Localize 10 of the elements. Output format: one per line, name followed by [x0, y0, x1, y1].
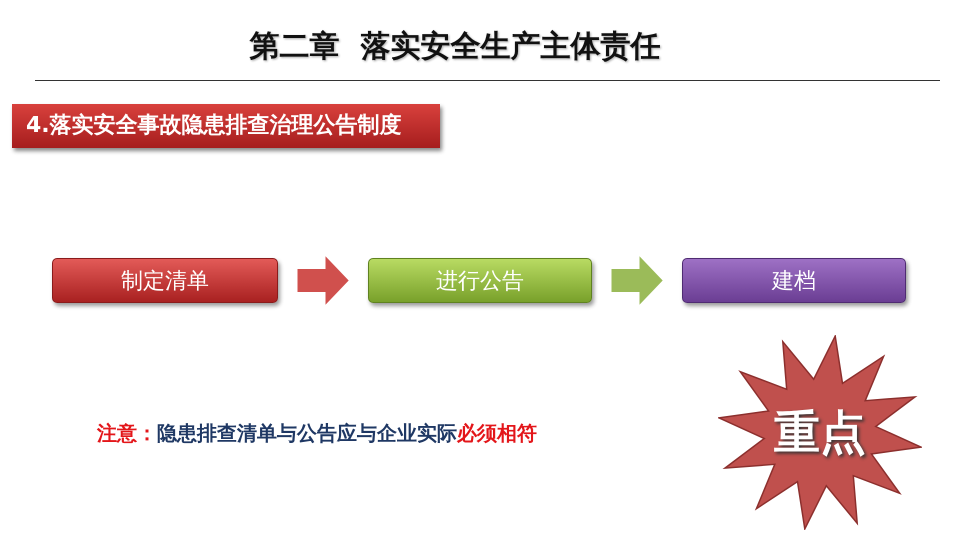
section-banner: 4.落实安全事故隐患排查治理公告制度: [12, 104, 440, 148]
starburst-shape: [718, 335, 922, 530]
slide-title: 第二章 落实安全生产主体责任: [248, 28, 662, 66]
process-box: 建档: [682, 258, 906, 303]
process-box: 制定清单: [52, 258, 278, 303]
emphasis-text: 重点: [774, 404, 866, 460]
process-box: 进行公告: [368, 258, 592, 303]
block-arrow: [298, 256, 349, 305]
block-arrow: [612, 256, 663, 305]
note-text: 注意：隐患排查清单与公告应与企业实际必须相符: [97, 420, 537, 447]
